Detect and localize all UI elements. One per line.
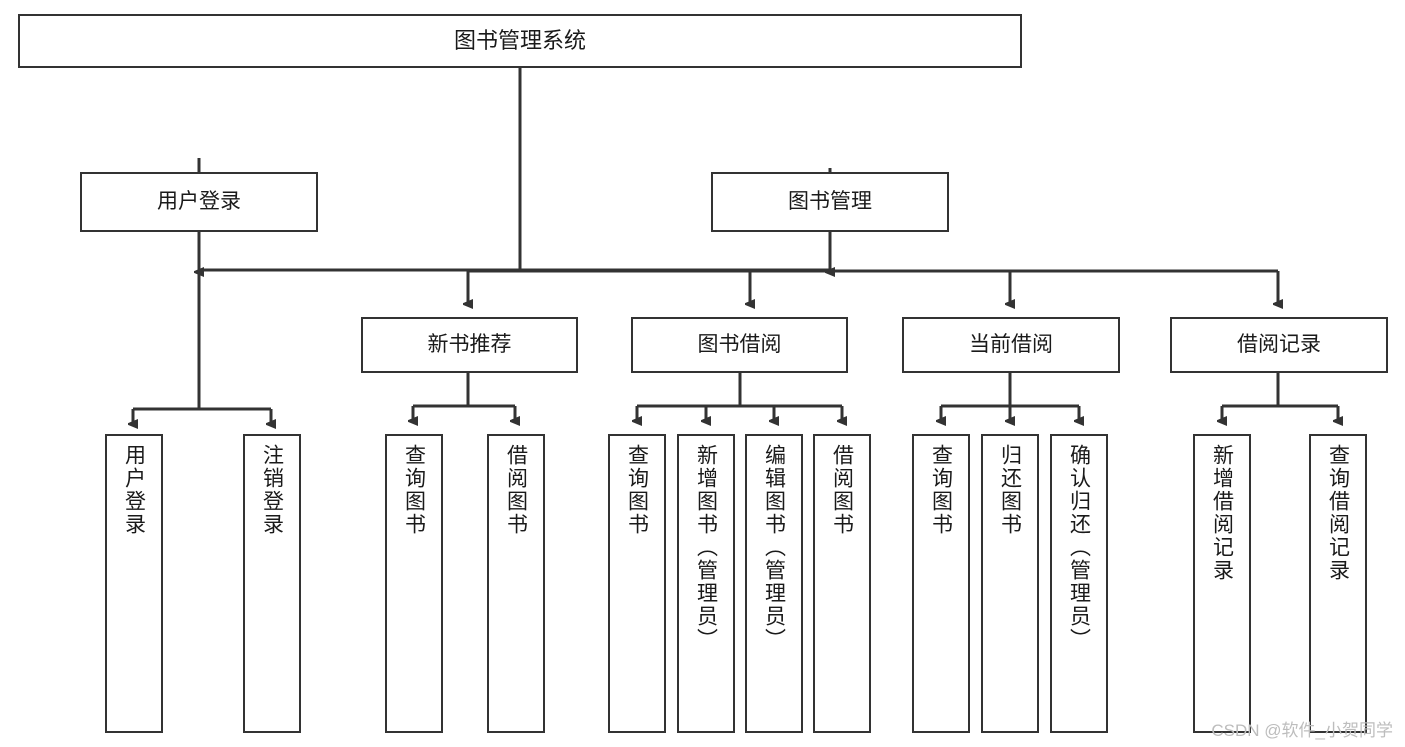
- node-leaf-query-book-3-label: 查询图书: [929, 444, 953, 536]
- node-leaf-query-book-2[interactable]: 查询图书: [608, 434, 666, 733]
- node-leaf-confirm-return[interactable]: 确认归还（管理员）: [1050, 434, 1108, 733]
- node-leaf-user-login[interactable]: 用户登录: [105, 434, 163, 733]
- node-leaf-add-book[interactable]: 新增图书（管理员）: [677, 434, 735, 733]
- node-leaf-add-book-label: 新增图书（管理员）: [694, 444, 718, 651]
- node-leaf-query-book-2-label: 查询图书: [625, 444, 649, 536]
- node-leaf-query-book-1[interactable]: 查询图书: [385, 434, 443, 733]
- node-book-manage-label: 图书管理: [788, 189, 872, 213]
- node-leaf-add-record[interactable]: 新增借阅记录: [1193, 434, 1251, 733]
- node-new-book-recommend-label: 新书推荐: [427, 332, 512, 356]
- node-leaf-confirm-return-label: 确认归还（管理员）: [1067, 444, 1091, 651]
- node-leaf-query-book-3[interactable]: 查询图书: [912, 434, 970, 733]
- node-user-login[interactable]: 用户登录: [80, 172, 318, 232]
- node-current-borrow-label: 当前借阅: [969, 332, 1053, 356]
- node-leaf-add-record-label: 新增借阅记录: [1210, 444, 1234, 582]
- node-book-manage[interactable]: 图书管理: [711, 172, 949, 232]
- node-leaf-user-login-label: 用户登录: [122, 444, 146, 536]
- node-leaf-return-book[interactable]: 归还图书: [981, 434, 1039, 733]
- node-leaf-query-record-label: 查询借阅记录: [1326, 444, 1350, 582]
- node-book-borrow-label: 图书借阅: [697, 332, 782, 356]
- node-leaf-borrow-book-1-label: 借阅图书: [504, 444, 528, 536]
- node-leaf-borrow-book-1[interactable]: 借阅图书: [487, 434, 545, 733]
- node-leaf-query-book-1-label: 查询图书: [402, 444, 426, 536]
- node-leaf-query-record[interactable]: 查询借阅记录: [1309, 434, 1367, 733]
- node-leaf-user-logout-label: 注销登录: [260, 444, 284, 536]
- node-borrow-record[interactable]: 借阅记录: [1170, 317, 1388, 373]
- node-borrow-record-label: 借阅记录: [1237, 332, 1321, 356]
- node-leaf-borrow-book-2[interactable]: 借阅图书: [813, 434, 871, 733]
- node-new-book-recommend[interactable]: 新书推荐: [361, 317, 578, 373]
- node-leaf-user-logout[interactable]: 注销登录: [243, 434, 301, 733]
- node-leaf-borrow-book-2-label: 借阅图书: [830, 444, 854, 536]
- node-root-label: 图书管理系统: [453, 28, 586, 54]
- node-leaf-edit-book-label: 编辑图书（管理员）: [762, 444, 786, 651]
- node-leaf-edit-book[interactable]: 编辑图书（管理员）: [745, 434, 803, 733]
- node-book-borrow[interactable]: 图书借阅: [631, 317, 848, 373]
- node-root[interactable]: 图书管理系统: [18, 14, 1022, 68]
- node-current-borrow[interactable]: 当前借阅: [902, 317, 1120, 373]
- node-leaf-return-book-label: 归还图书: [998, 444, 1022, 536]
- node-user-login-label: 用户登录: [157, 189, 241, 213]
